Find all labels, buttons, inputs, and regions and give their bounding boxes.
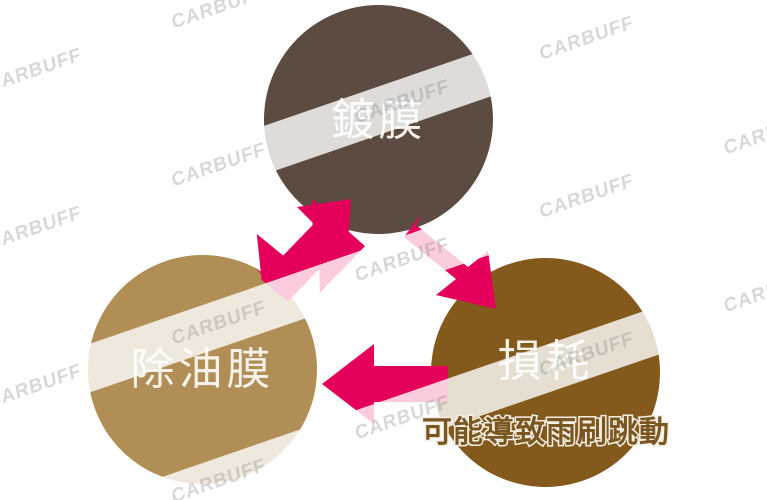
node-coating-label: 鍍膜: [330, 95, 427, 145]
watermark-text: CARBUFF: [0, 44, 83, 98]
watermark-text: CARBUFF: [538, 11, 636, 65]
node-degrease-label: 除油膜: [130, 344, 275, 394]
watermark-text: CARBUFF: [538, 169, 636, 223]
watermark-text: CARBUFF: [169, 138, 268, 192]
watermark-text: CARBUFF: [0, 202, 83, 256]
node-wear-caption: 可能導致雨刷跳動: [421, 416, 671, 449]
watermark-text: CARBUFF: [722, 264, 767, 318]
watermark-text: CARBUFF: [0, 360, 83, 414]
watermark-text: CARBUFF: [169, 0, 268, 34]
arrow-wear-to-degrease: [322, 344, 448, 424]
watermark-text: CARBUFF: [722, 106, 767, 160]
arrow-degrease-to-coating: [255, 199, 366, 302]
watermark-text: CARBUFF: [722, 0, 767, 3]
node-wear-label: 損耗: [497, 336, 594, 386]
arrow-coating-to-wear: [404, 213, 496, 309]
